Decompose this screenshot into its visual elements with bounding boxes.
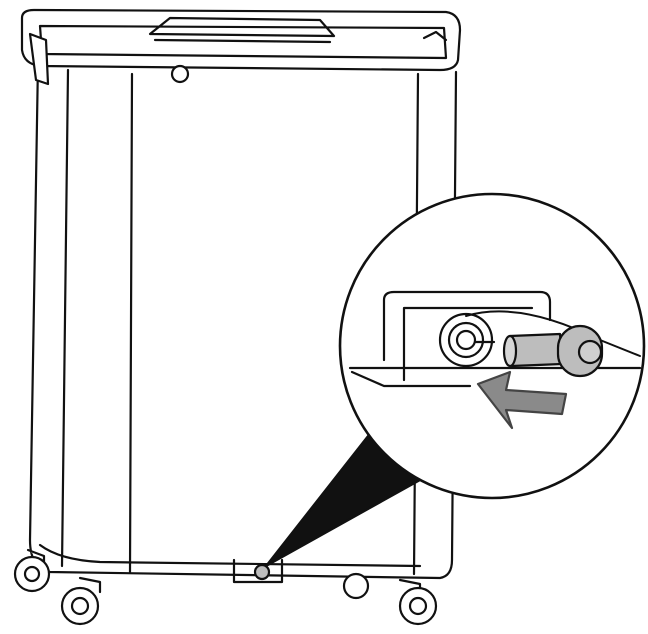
power-plug: [474, 324, 604, 378]
insert-arrow: [476, 370, 568, 430]
caster-wheel: [60, 576, 102, 626]
caster-wheel: [398, 578, 438, 626]
caster-wheel: [342, 572, 370, 600]
magnified-callout: [338, 192, 646, 500]
caster-wheel: [13, 548, 51, 593]
